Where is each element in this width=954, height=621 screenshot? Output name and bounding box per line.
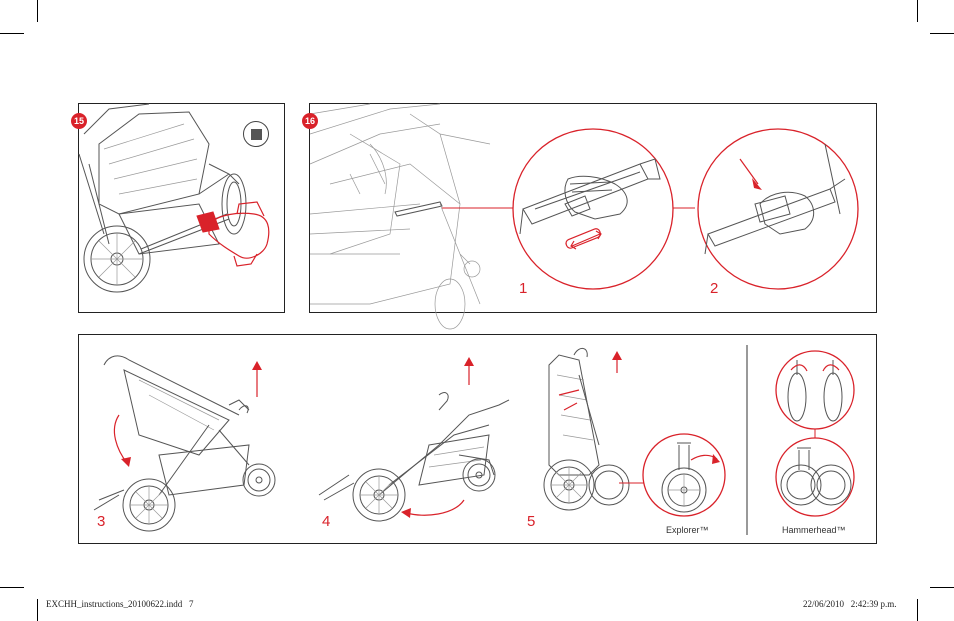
square-stop-icon — [243, 121, 269, 147]
sub-step-1-label: 1 — [519, 280, 528, 297]
crop-mark — [0, 587, 24, 588]
fold-steps-panel: 3 4 5 Explorer™ Hammerhead™ — [78, 334, 877, 544]
crop-mark — [917, 599, 918, 621]
sub-step-4-label: 4 — [322, 513, 331, 530]
crop-mark — [0, 33, 24, 34]
stroller-fold-illustration — [93, 345, 855, 535]
step-15-badge: 15 — [71, 113, 87, 129]
crop-mark — [930, 587, 954, 588]
hammerhead-wheel-label: Hammerhead™ — [782, 525, 846, 535]
step-16-panel: 16 1 2 — [302, 103, 877, 330]
explorer-wheel-label: Explorer™ — [666, 525, 709, 535]
step-15-panel: 15 — [71, 103, 285, 313]
footer-timestamp: 22/06/2010 2:42:39 p.m. — [803, 599, 897, 609]
footer-filename: EXCHH_instructions_20100622.indd 7 — [46, 599, 194, 609]
sub-step-3-label: 3 — [97, 513, 106, 530]
crop-mark — [917, 0, 918, 22]
crop-mark — [930, 33, 954, 34]
step-16-badge: 16 — [302, 113, 318, 129]
stroller-brake-illustration — [78, 103, 270, 293]
stroller-handle-illustration — [309, 103, 859, 330]
sub-step-5-label: 5 — [527, 513, 536, 530]
crop-mark — [37, 599, 38, 621]
sub-step-2-label: 2 — [710, 280, 719, 297]
crop-mark — [37, 0, 38, 22]
